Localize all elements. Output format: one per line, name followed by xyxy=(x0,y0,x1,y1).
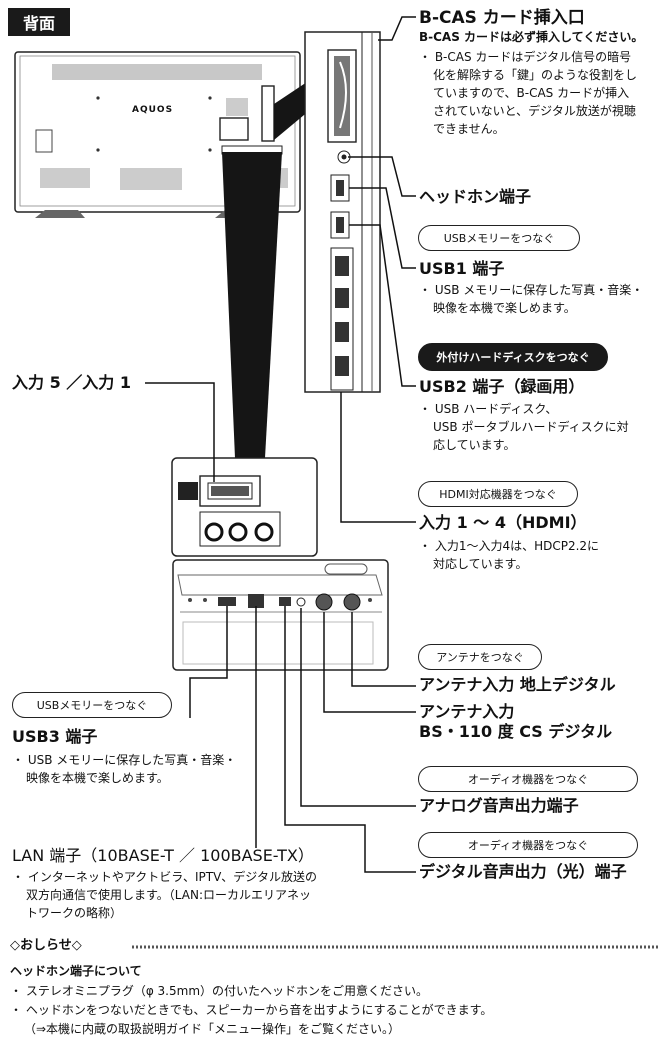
hdmi-pill: HDMI対応機器をつなぐ xyxy=(418,481,578,507)
antenna-terrestrial-title: アンテナ入力 地上デジタル xyxy=(419,675,616,694)
usb2-pill: 外付けハードディスクをつなぐ xyxy=(418,343,608,371)
notice-subheader: ヘッドホン端子について xyxy=(10,964,142,978)
headphone-title: ヘッドホン端子 xyxy=(419,187,532,206)
hdmi-line: ・ 入力1〜入力4は、HDCP2.2に xyxy=(419,539,600,553)
notice-header: ◇おしらせ◇ xyxy=(10,938,82,953)
tv-back-illustration xyxy=(14,51,310,458)
bcas-line: できません。 xyxy=(433,122,505,136)
lan-line: トワークの略称） xyxy=(26,906,123,920)
usb1-notes: ・ USB メモリーに保存した写真・音楽・ 映像を本機で楽しめます。 xyxy=(419,281,643,317)
bcas-title: B-CAS カード挿入口 xyxy=(419,8,585,28)
input-panel xyxy=(171,457,318,557)
notice-line: ・ ステレオミニプラグ（φ 3.5mm）の付いたヘッドホンをご用意ください。 xyxy=(10,984,429,998)
usb3-pill: USBメモリーをつなぐ xyxy=(12,692,172,718)
leader-lines xyxy=(145,16,416,873)
notice-line: ・ ヘッドホンをつないだときでも、スピーカーから音を出すようにすることができます… xyxy=(10,1003,493,1017)
usb2-notes: ・ USB ハードディスク、 USB ポータブルハードディスクに対 応しています… xyxy=(419,400,629,454)
bcas-subtitle: B-CAS カードは必ず挿入してください。 xyxy=(419,30,644,44)
hdmi-line: 対応しています。 xyxy=(433,557,528,571)
bottom-panel xyxy=(172,559,389,671)
lan-title: LAN 端子（10BASE-T ／ 100BASE-TX） xyxy=(12,846,314,865)
bcas-notes: ・ B-CAS カードはデジタル信号の暗号 化を解除する「鍵」のような役割をし … xyxy=(419,48,637,138)
hdmi-notes: ・ 入力1〜入力4は、HDCP2.2に 対応しています。 xyxy=(419,537,599,573)
bcas-line: 化を解除する「鍵」のような役割をし xyxy=(433,68,638,82)
lan-line: 双方向通信で使用します。（LAN:ローカルエリアネッ xyxy=(26,888,311,902)
page-title: 背面 xyxy=(8,8,70,36)
notice-notes: ・ ステレオミニプラグ（φ 3.5mm）の付いたヘッドホンをご用意ください。 ・… xyxy=(10,982,492,1039)
hdmi-title: 入力 1 〜 4（HDMI） xyxy=(419,513,587,532)
usb3-title: USB3 端子 xyxy=(12,727,98,746)
usb1-line: ・ USB メモリーに保存した写真・音楽・ xyxy=(419,283,644,297)
analog-audio-title: アナログ音声出力端子 xyxy=(419,796,579,815)
usb2-line: 応しています。 xyxy=(433,438,516,452)
lan-line: ・ インターネットやアクトビラ、IPTV、デジタル放送の xyxy=(12,870,318,884)
usb1-line: 映像を本機で楽しめます。 xyxy=(433,301,576,315)
tv-logo: AQUOS xyxy=(132,105,174,115)
lan-notes: ・ インターネットやアクトビラ、IPTV、デジタル放送の 双方向通信で使用します… xyxy=(12,868,317,922)
notice-line: （⇒本機に内蔵の取扱説明ガイド「メニュー操作」をご覧ください。） xyxy=(24,1022,401,1036)
usb2-title: USB2 端子（録画用） xyxy=(419,377,585,396)
antenna-bs-title2: BS・110 度 CS デジタル xyxy=(419,722,613,741)
side-panel xyxy=(304,31,381,393)
bcas-line: ていますので、B-CAS カードが挿入 xyxy=(433,86,630,100)
antenna-pill: アンテナをつなぐ xyxy=(418,644,542,670)
input5-title: 入力 5 ／入力 1 xyxy=(12,373,131,392)
usb3-line: ・ USB メモリーに保存した写真・音楽・ xyxy=(12,753,237,767)
usb3-notes: ・ USB メモリーに保存した写真・音楽・ 映像を本機で楽しめます。 xyxy=(12,751,236,787)
bcas-line: されていないと、デジタル放送が視聴 xyxy=(433,104,636,118)
usb1-title: USB1 端子 xyxy=(419,259,505,278)
digital-audio-title: デジタル音声出力（光）端子 xyxy=(419,862,627,881)
usb1-pill: USBメモリーをつなぐ xyxy=(418,225,580,251)
usb2-line: USB ポータブルハードディスクに対 xyxy=(433,420,629,434)
usb2-line: ・ USB ハードディスク、 xyxy=(419,402,558,416)
usb3-line: 映像を本機で楽しめます。 xyxy=(26,771,169,785)
bcas-line: ・ B-CAS カードはデジタル信号の暗号 xyxy=(419,50,632,64)
digital-audio-pill: オーディオ機器をつなぐ xyxy=(418,832,638,858)
antenna-bs-title: アンテナ入力 xyxy=(419,702,515,721)
analog-audio-pill: オーディオ機器をつなぐ xyxy=(418,766,638,792)
